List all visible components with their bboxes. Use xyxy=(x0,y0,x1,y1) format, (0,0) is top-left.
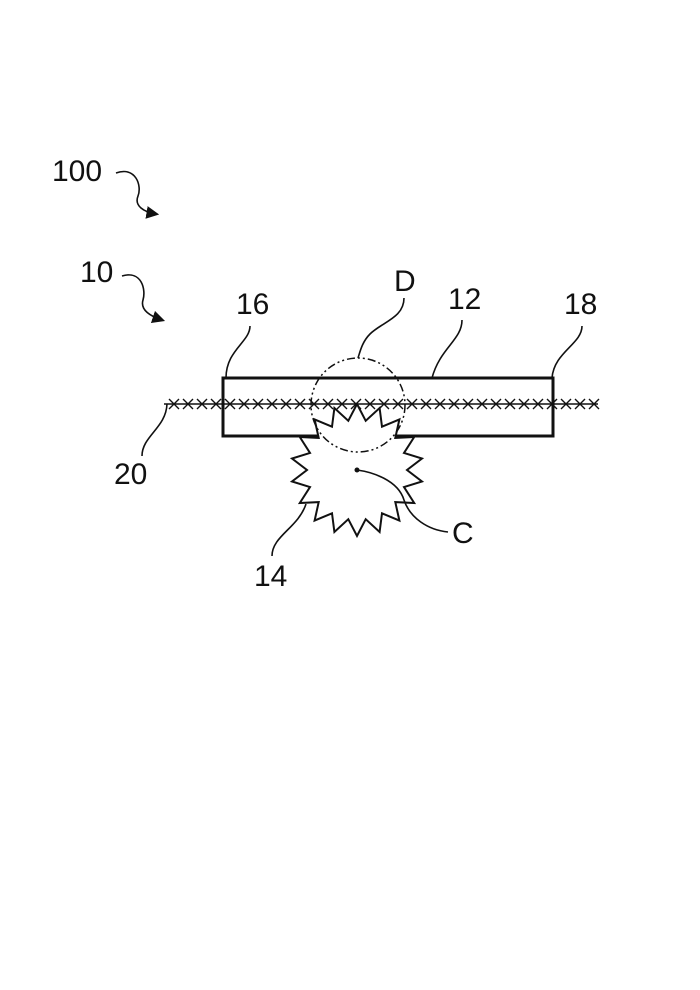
leader-14 xyxy=(272,504,306,556)
arrow-100 xyxy=(116,172,156,214)
ref-label-14: 14 xyxy=(254,560,287,593)
ref-label-100: 100 xyxy=(52,155,102,188)
leader-d xyxy=(358,298,404,358)
ref-label-d: D xyxy=(394,265,416,298)
ref-label-c: C xyxy=(452,517,474,550)
ref-label-20: 20 xyxy=(114,458,147,491)
suture-line xyxy=(164,399,599,409)
arrow-10 xyxy=(122,275,162,320)
ref-label-12: 12 xyxy=(448,283,481,316)
leader-18 xyxy=(552,326,582,378)
leader-16 xyxy=(226,326,250,378)
leader-20 xyxy=(142,404,167,456)
leader-12 xyxy=(432,320,462,378)
ref-label-16: 16 xyxy=(236,288,269,321)
ref-label-18: 18 xyxy=(564,288,597,321)
ref-label-10: 10 xyxy=(80,256,113,289)
